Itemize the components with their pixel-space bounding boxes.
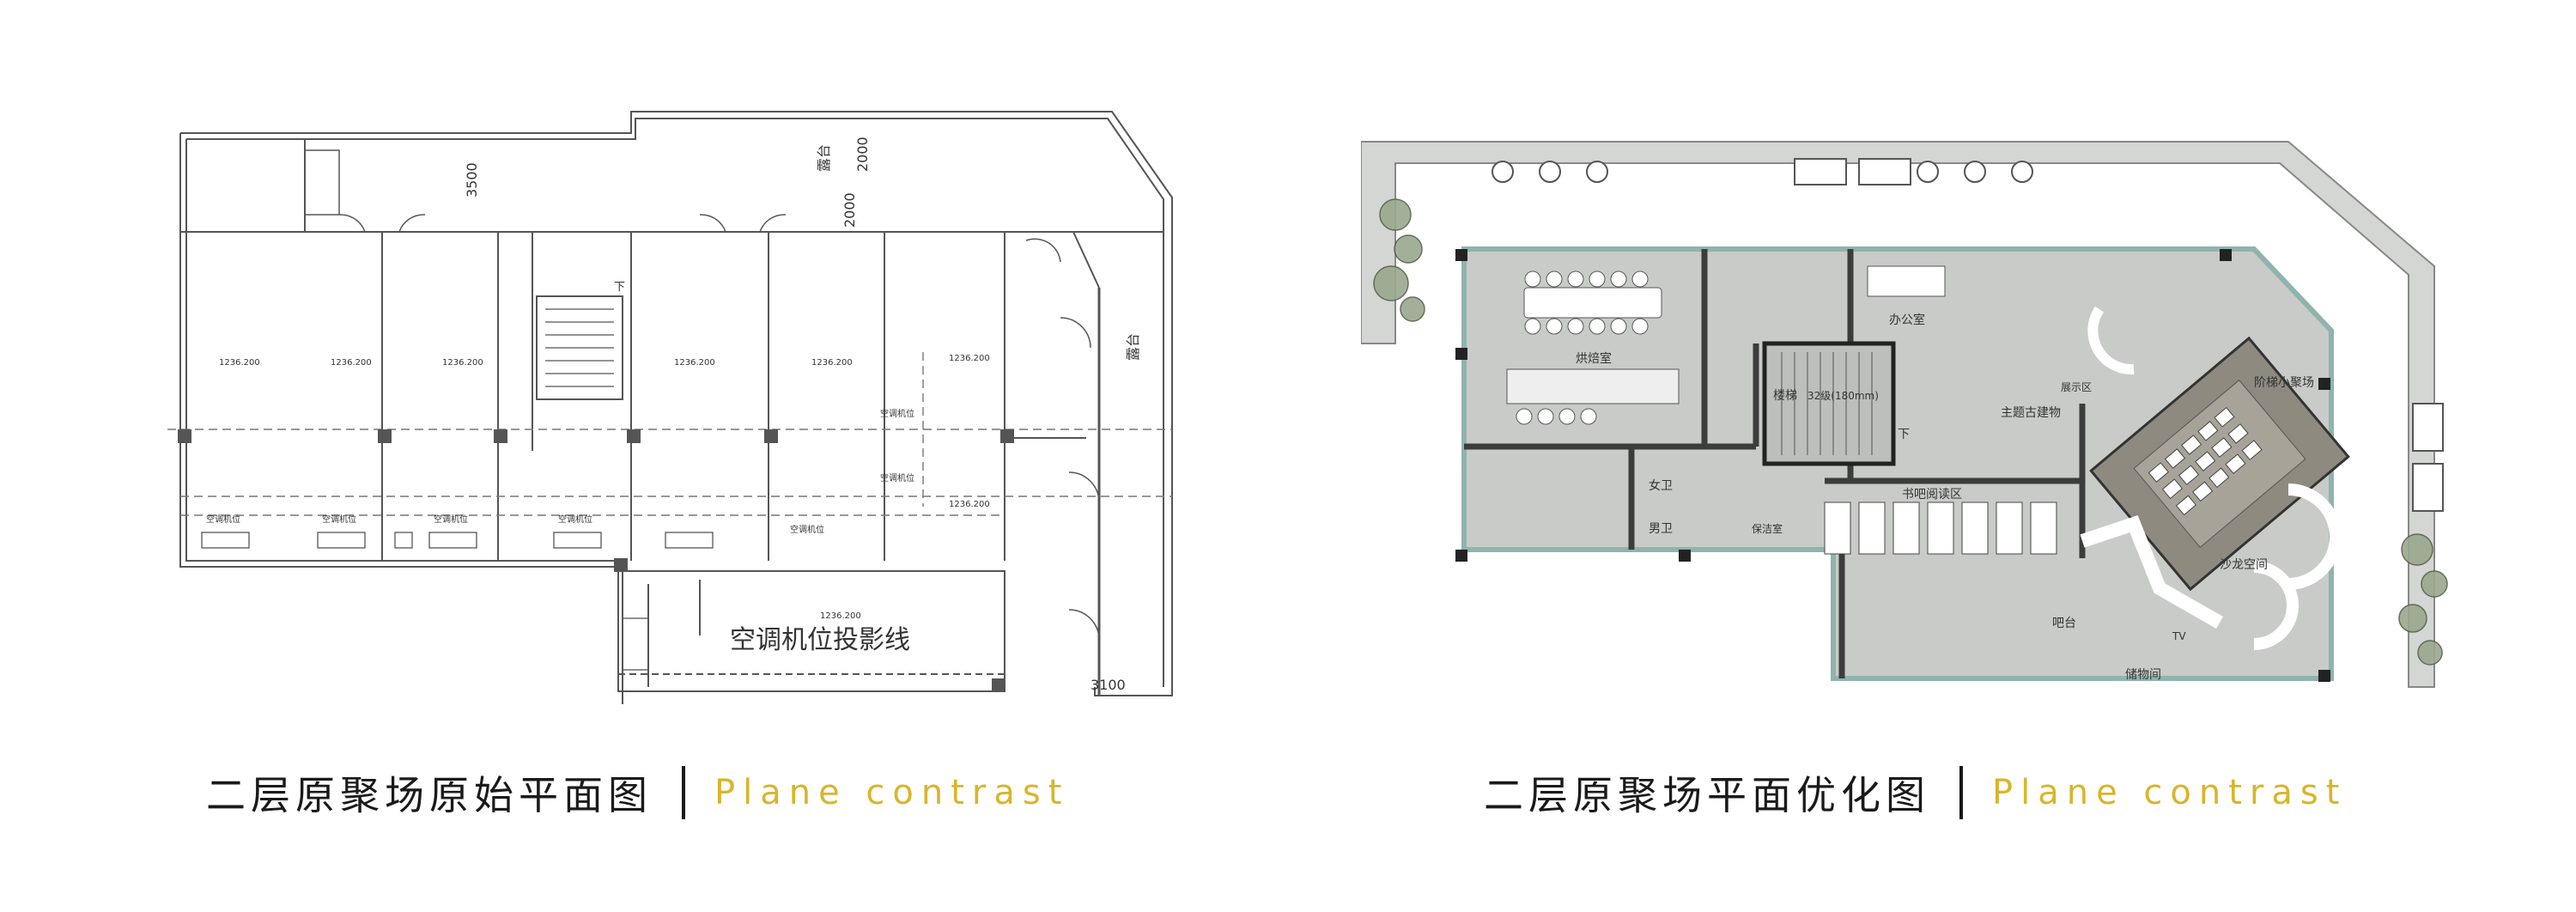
- elevation-4: 1236.200: [674, 358, 715, 368]
- label-bar: 吧台: [2052, 617, 2076, 630]
- dim-2000-b: 2000: [841, 192, 858, 228]
- caption-original-plan: 二层原聚场原始平面图 Plane contrast: [206, 763, 1069, 823]
- caption-right-divider: [1959, 766, 1963, 819]
- elevation-2: 1236.200: [331, 358, 372, 368]
- dim-2000-a: 2000: [854, 137, 871, 172]
- elevation-6: 1236.200: [949, 354, 990, 363]
- ac-unit-label-6: 空调机位: [880, 408, 914, 419]
- dim-3500: 3500: [464, 162, 480, 198]
- original-floor-plan: 3500 2000 2000 3100 露台 露台 下 空调机位投影线 1236…: [167, 103, 1181, 704]
- caption-left-divider: [682, 766, 685, 819]
- terrace-label-b: 露台: [1125, 333, 1141, 361]
- label-cleaning: 保洁室: [1752, 522, 1783, 535]
- caption-left-title: 二层原聚场原始平面图: [206, 772, 653, 818]
- label-lounge: 沙龙空间: [2220, 558, 2268, 572]
- terrace-label-a: 露台: [816, 144, 832, 172]
- elevation-3: 1236.200: [442, 358, 483, 368]
- elevation-8: 1236.200: [820, 611, 861, 621]
- label-stair-down: 下: [1898, 428, 1910, 441]
- ac-unit-label-7: 空调机位: [880, 472, 914, 483]
- ac-unit-label-3: 空调机位: [434, 514, 468, 525]
- dim-3100: 3100: [1091, 677, 1126, 693]
- stair-down-label: 下: [614, 281, 625, 294]
- label-office: 办公室: [1889, 313, 1925, 327]
- elevation-1: 1236.200: [219, 358, 260, 368]
- optimized-floor-plan: 烘焙室 办公室 楼梯 32级(180mm) 下 女卫 男卫 保洁室 书吧阅读区 …: [1361, 120, 2451, 704]
- caption-left-subtitle: Plane contrast: [714, 773, 1070, 812]
- ac-unit-label-1: 空调机位: [206, 514, 240, 525]
- label-arena: 阶梯小聚场: [2254, 376, 2314, 390]
- label-reading: 书吧阅读区: [1902, 487, 1962, 502]
- caption-optimized-plan: 二层原聚场平面优化图 Plane contrast: [1484, 763, 2347, 823]
- ac-unit-label-5: 空调机位: [790, 524, 824, 535]
- label-female-wc: 女卫: [1649, 478, 1673, 493]
- label-storage: 储物间: [2125, 668, 2161, 682]
- label-exhibit: 展示区: [2061, 381, 2092, 393]
- label-stair: 楼梯: [1773, 389, 1797, 403]
- ac-unit-label-2: 空调机位: [322, 514, 356, 525]
- elevation-5: 1236.200: [811, 358, 853, 368]
- caption-right-title: 二层原聚场平面优化图: [1484, 772, 1930, 818]
- elevation-7: 1236.200: [949, 500, 990, 509]
- ac-unit-label-4: 空调机位: [558, 514, 592, 525]
- caption-right-subtitle: Plane contrast: [1992, 773, 2348, 812]
- label-male-wc: 男卫: [1649, 522, 1673, 536]
- label-theme-area: 主题古建物: [2001, 406, 2061, 420]
- label-tv: TV: [2172, 630, 2186, 642]
- label-tea-room: 烘焙室: [1576, 351, 1612, 366]
- label-stair-note: 32级(180mm): [1807, 390, 1879, 402]
- ac-projection-label: 空调机位投影线: [730, 625, 910, 655]
